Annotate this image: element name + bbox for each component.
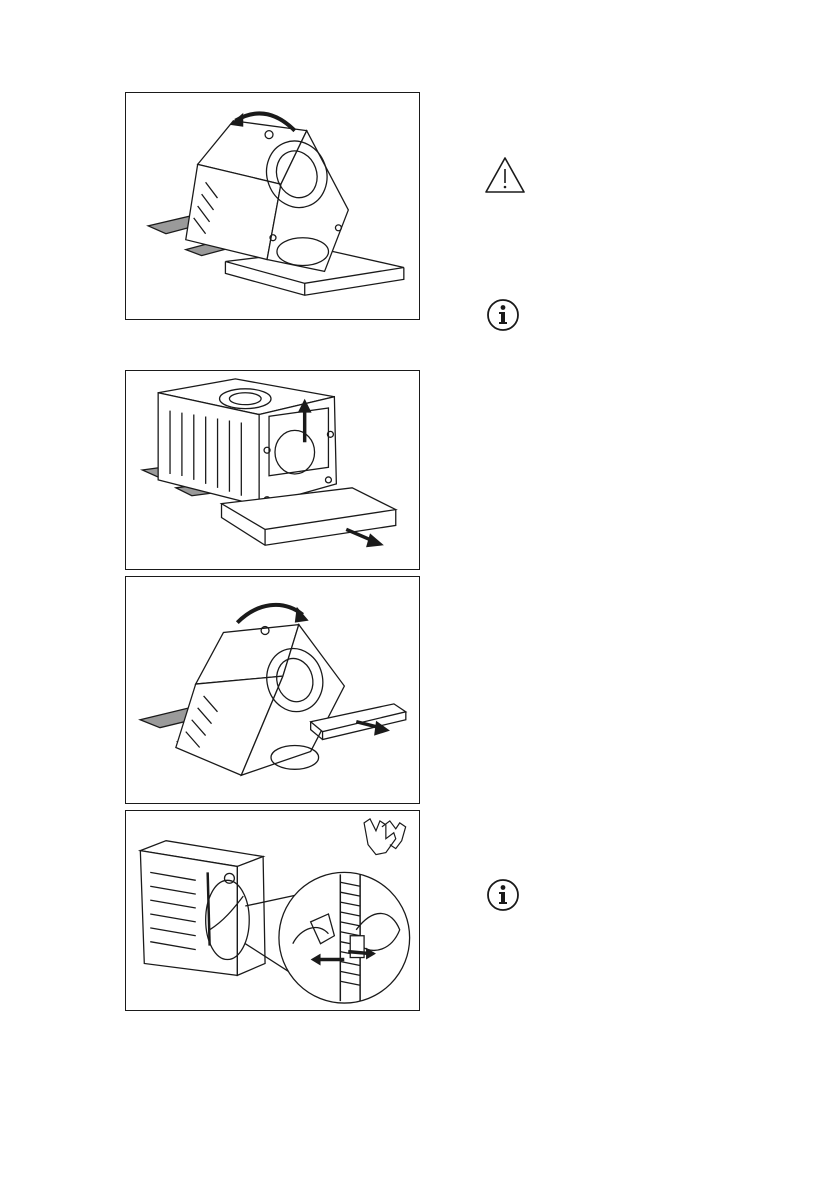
info-icon xyxy=(486,878,520,912)
remove-base-drawing xyxy=(126,371,419,569)
illustration-remove-base xyxy=(125,370,420,570)
release-hose-drawing xyxy=(126,811,419,1010)
illustration-tilt-machine-back xyxy=(125,92,420,320)
warning-triangle-icon xyxy=(484,156,526,194)
illustration-release-hose xyxy=(125,810,420,1011)
info-icon xyxy=(486,298,520,332)
tilt-forward-drawing xyxy=(126,577,419,803)
gloves-icon xyxy=(364,819,406,855)
tilt-back-drawing xyxy=(126,93,419,319)
illustration-tilt-forward-remove-support xyxy=(125,576,420,804)
